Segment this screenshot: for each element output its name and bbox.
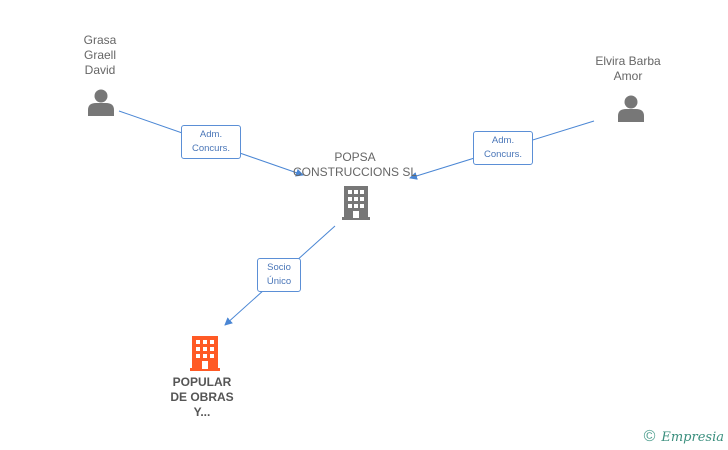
edge-label-grasa-popsa: Adm. Concurs.	[181, 125, 241, 159]
node-label-popular[interactable]: POPULAR DE OBRAS Y...	[170, 375, 234, 419]
node-label-elvira[interactable]: Elvira Barba Amor	[595, 54, 661, 83]
node-label-grasa[interactable]: Grasa Graell David	[83, 33, 117, 77]
copyright-icon: ©	[643, 428, 656, 445]
brand-watermark: © Empresia	[644, 428, 724, 446]
node-label-popsa[interactable]: POPSA CONSTRUCCIONS SL	[292, 150, 417, 179]
person-icon[interactable]	[618, 95, 644, 123]
building-icon[interactable]	[190, 336, 220, 371]
edge-label-elvira-popsa: Adm. Concurs.	[473, 131, 533, 165]
edge-label-popsa-popular: Socio Único	[257, 258, 301, 292]
brand-logo: Empresia	[661, 429, 724, 445]
person-icon[interactable]	[88, 89, 114, 117]
building-icon[interactable]	[342, 186, 370, 220]
